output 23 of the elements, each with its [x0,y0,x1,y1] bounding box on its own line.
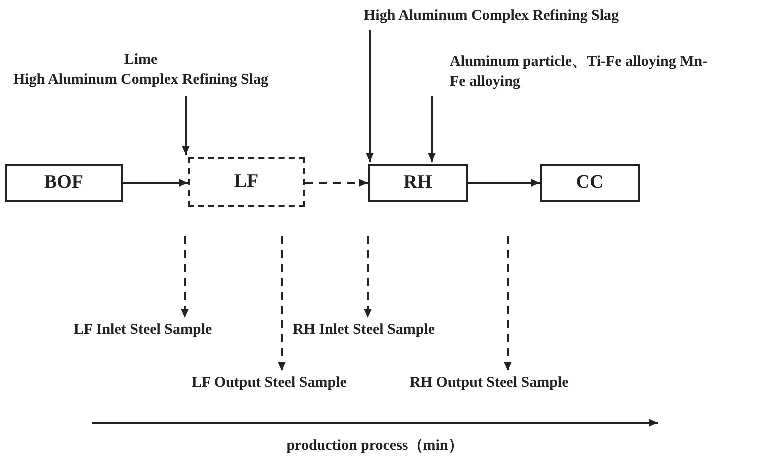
sample-label: RH Inlet Steel Sample [293,321,436,340]
material-label: High Aluminum Complex Refining Slag [364,7,620,26]
arrow [504,236,512,371]
arrow [278,236,286,371]
material-label: High Aluminum Complex Refining Slag [12,71,270,90]
sample-label: LF Inlet Steel Sample [74,321,214,340]
sample-label: RH Output Steel Sample [410,374,570,393]
sample-label: LF Output Steel Sample [192,374,348,393]
axis-label: production process（min） [286,438,464,454]
process-box: LF [188,157,305,207]
arrow [182,96,190,155]
arrow [364,236,372,318]
arrow [366,30,374,162]
process-box: RH [368,164,468,202]
arrow [468,179,540,187]
material-label: Lime [123,51,159,70]
arrow [428,96,436,162]
material-label: Aluminum particle、Ti-Fe alloying Mn-Fe alloying [450,53,709,92]
process-box: BOF [5,164,123,202]
arrow [123,179,188,187]
process-box: CC [540,164,640,202]
arrow [305,179,368,187]
arrow [181,236,189,318]
